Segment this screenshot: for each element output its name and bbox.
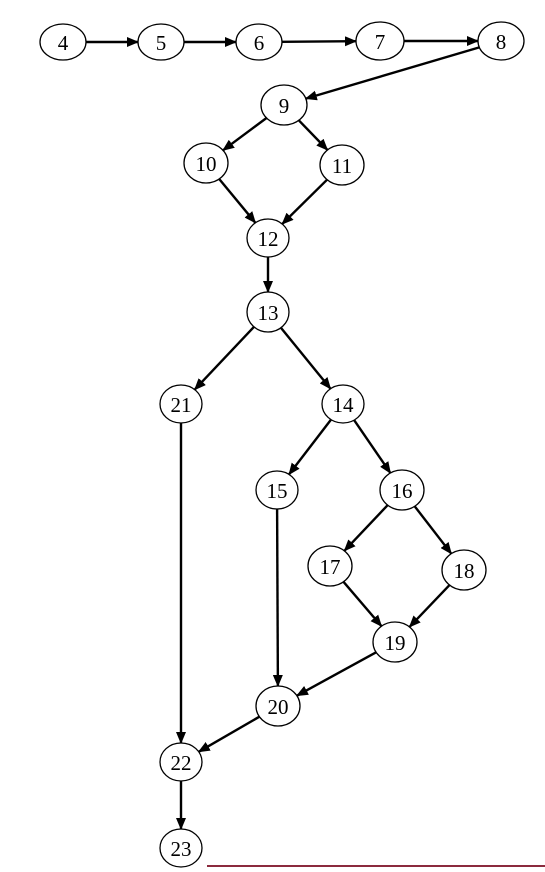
node-label-21: 21: [171, 393, 192, 417]
node-label-14: 14: [333, 393, 355, 417]
node-circle-23: [159, 828, 203, 868]
node-label-15: 15: [267, 479, 288, 503]
edge-14-to-16: [353, 419, 392, 474]
edge-17-to-19: [342, 581, 383, 627]
edge-14-to-15: [288, 418, 332, 476]
node-circle-7: [355, 21, 405, 61]
node-label-12: 12: [258, 227, 279, 251]
node-label-22: 22: [171, 751, 192, 775]
node-8: 8: [477, 21, 525, 61]
edge-18-to-19: [408, 584, 451, 628]
node-circle-5: [137, 23, 185, 61]
edge-16-to-17: [343, 504, 389, 552]
node-circle-13: [246, 291, 290, 333]
edge-13-to-14: [279, 327, 332, 390]
edge-13-to-21: [193, 326, 255, 391]
node-16: 16: [379, 469, 425, 511]
node-4: 4: [39, 23, 87, 61]
node-14: 14: [321, 384, 365, 424]
node-label-19: 19: [385, 631, 406, 655]
node-label-4: 4: [58, 31, 69, 55]
nodes-layer: 4 5 6 7 8 9 10 11 12 13 14 15 16 17 18 19 20 21 22 23: [39, 21, 525, 868]
edge-8-to-9: [304, 46, 480, 101]
edge-9-to-11: [297, 119, 329, 151]
edge-16-to-18: [413, 505, 453, 555]
node-18: 18: [441, 549, 487, 591]
node-15: 15: [255, 470, 299, 510]
node-circle-12: [246, 218, 290, 258]
node-circle-20: [255, 685, 301, 727]
edge-6-to-7: [281, 36, 357, 47]
node-circle-16: [379, 469, 425, 511]
edge-9-to-10: [222, 117, 268, 152]
node-label-16: 16: [392, 479, 413, 503]
node-label-23: 23: [171, 837, 192, 861]
node-circle-19: [372, 621, 418, 663]
node-circle-9: [260, 84, 308, 126]
edge-20-to-22: [197, 715, 261, 753]
edge-10-to-12: [218, 178, 257, 224]
node-21: 21: [159, 384, 203, 424]
node-label-18: 18: [454, 559, 475, 583]
node-11: 11: [319, 144, 365, 186]
edge-19-to-20: [296, 651, 377, 697]
node-20: 20: [255, 685, 301, 727]
node-label-5: 5: [156, 31, 167, 55]
node-circle-4: [39, 23, 87, 61]
node-12: 12: [246, 218, 290, 258]
edge-11-to-12: [281, 178, 328, 225]
edges-layer: [86, 36, 480, 830]
node-circle-17: [307, 545, 353, 587]
node-label-7: 7: [375, 30, 386, 54]
node-13: 13: [246, 291, 290, 333]
node-label-9: 9: [279, 94, 290, 118]
node-10: 10: [183, 142, 229, 184]
node-17: 17: [307, 545, 353, 587]
node-19: 19: [372, 621, 418, 663]
node-label-13: 13: [258, 301, 279, 325]
node-5: 5: [137, 23, 185, 61]
node-label-6: 6: [254, 31, 265, 55]
node-circle-11: [319, 144, 365, 186]
node-circle-14: [321, 384, 365, 424]
node-circle-21: [159, 384, 203, 424]
node-6: 6: [235, 23, 283, 61]
node-circle-8: [477, 21, 525, 61]
node-9: 9: [260, 84, 308, 126]
node-label-17: 17: [320, 555, 341, 579]
node-circle-6: [235, 23, 283, 61]
node-circle-15: [255, 470, 299, 510]
node-label-20: 20: [268, 695, 289, 719]
edge-15-to-20: [272, 508, 283, 687]
node-label-8: 8: [496, 30, 507, 54]
node-circle-22: [159, 742, 203, 782]
node-label-11: 11: [332, 154, 352, 178]
node-22: 22: [159, 742, 203, 782]
node-23: 23: [159, 828, 203, 868]
node-label-10: 10: [196, 152, 217, 176]
node-circle-10: [183, 142, 229, 184]
node-7: 7: [355, 21, 405, 61]
node-circle-18: [441, 549, 487, 591]
